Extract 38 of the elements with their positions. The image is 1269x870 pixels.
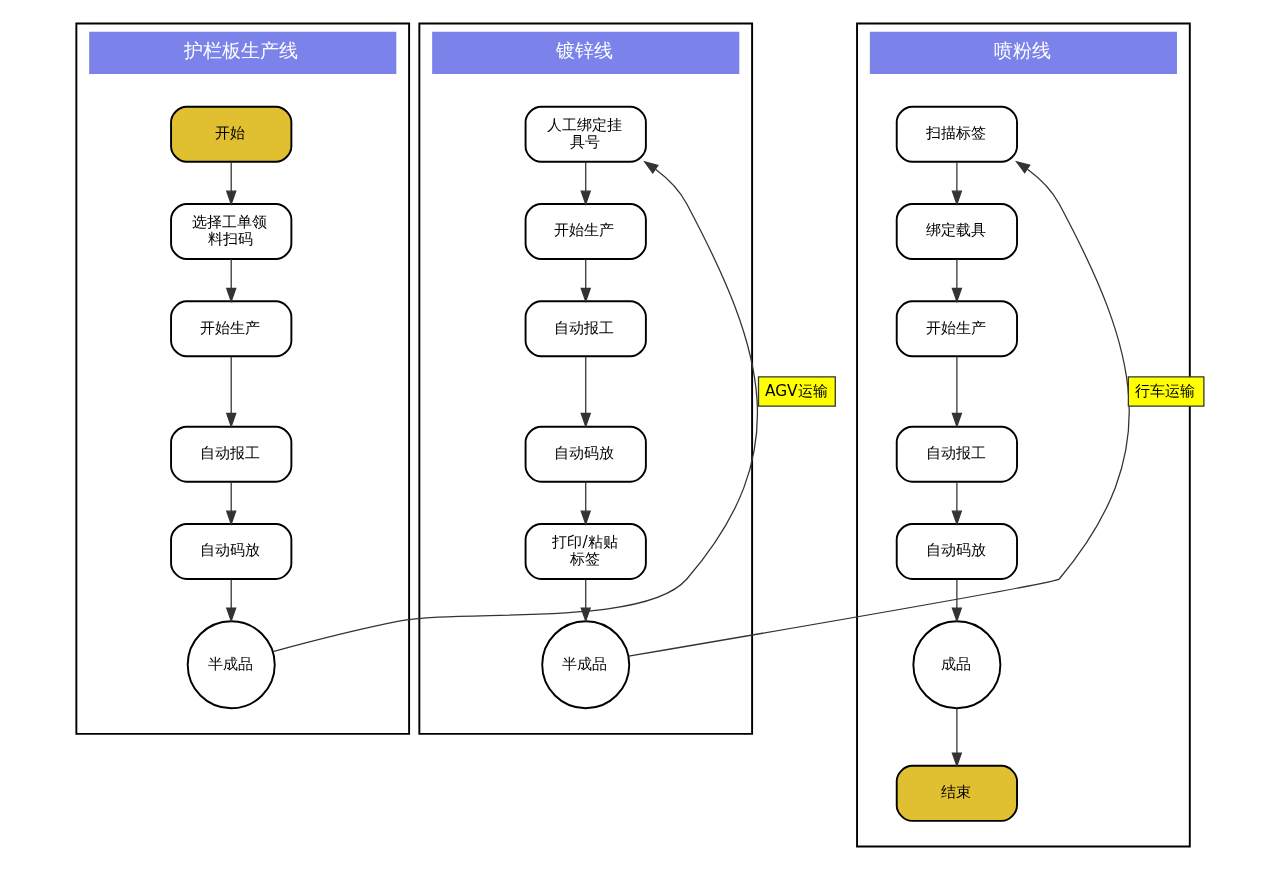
node-box: 自动报工: [895, 425, 1018, 483]
node-box: 自动码放: [169, 523, 292, 580]
arrow: [951, 356, 962, 429]
node-box: 绑定载具: [895, 203, 1018, 260]
node-box: 扫描标签: [895, 105, 1018, 163]
node-box: 自动码放: [524, 425, 647, 483]
arrow: [579, 481, 591, 526]
node-box: 开始生产: [524, 203, 647, 260]
arrow: [225, 578, 237, 623]
arrow: [579, 578, 591, 623]
node-circle: 成品: [911, 620, 1001, 710]
node-box: 自动码放: [895, 523, 1018, 580]
node-box: 开始: [169, 105, 292, 163]
node-circle: 半成品: [186, 620, 276, 710]
arrow: [579, 161, 591, 206]
node-box: 开始生产: [895, 300, 1018, 358]
arrow: [951, 707, 962, 768]
arrow: [271, 160, 758, 653]
node-box: 打印/粘贴标签: [524, 523, 647, 580]
arrow: [951, 578, 962, 623]
arrow: [951, 258, 962, 304]
arrow: [579, 356, 591, 429]
node-box: 自动报工: [524, 300, 647, 358]
arrow: [579, 258, 591, 304]
arrow: [225, 356, 237, 429]
arrow: [225, 161, 237, 206]
arrow: [225, 258, 237, 304]
arrow: [627, 160, 1129, 657]
node-box: 自动报工: [169, 425, 292, 483]
node-box: 人工绑定挂具号: [524, 105, 647, 163]
arrow: [225, 481, 237, 526]
node-box: 结束: [895, 764, 1018, 822]
node-box: 开始生产: [169, 300, 292, 358]
arrow: [951, 161, 962, 206]
arrow: [951, 481, 962, 526]
node-box: 选择工单领料扫码: [169, 203, 292, 260]
node-circle: 半成品: [540, 620, 630, 710]
edge-label: AGV运输: [764, 382, 828, 401]
